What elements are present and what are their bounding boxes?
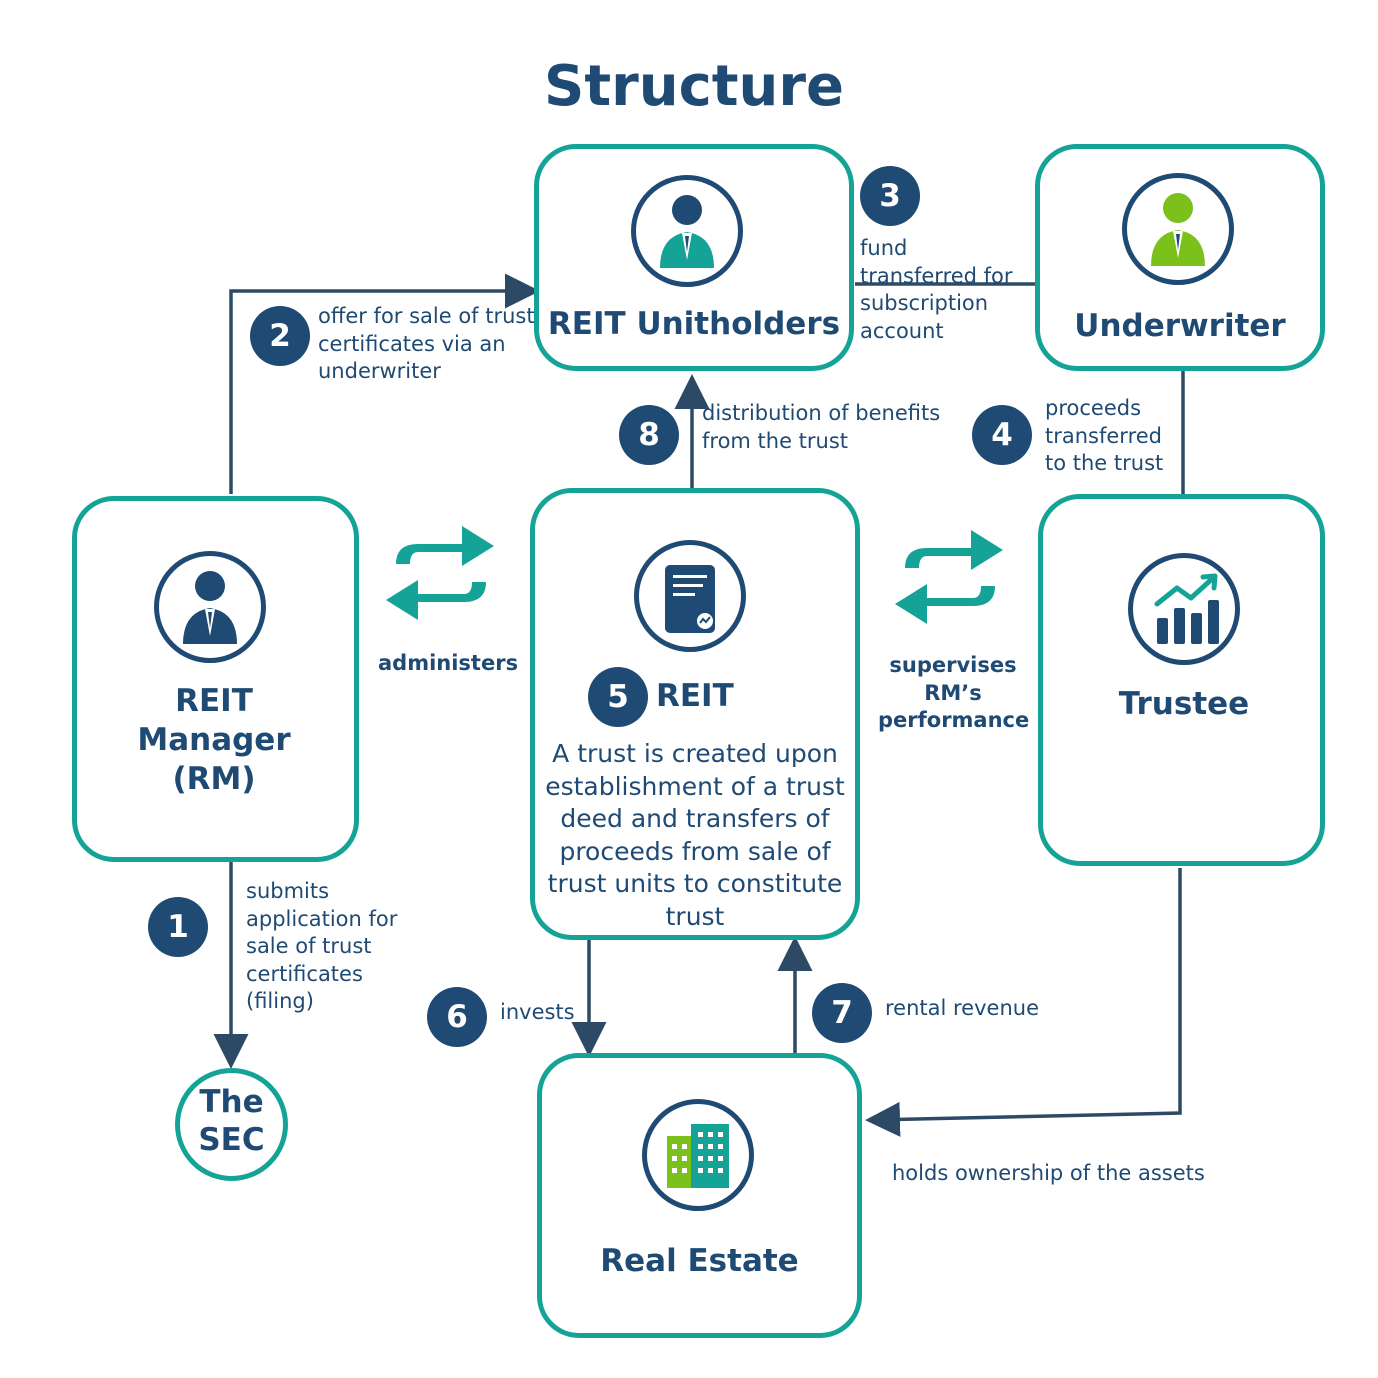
supervises-label: supervises RM’s performance — [878, 653, 1030, 732]
page-title: Structure — [543, 54, 844, 119]
sec-label: The SEC — [198, 1084, 265, 1158]
person-icon — [631, 175, 743, 287]
reit-box — [530, 488, 860, 940]
unitholders-label: REIT Unitholders — [547, 306, 841, 342]
step-text-3: fund transferred for subscription accoun… — [860, 236, 1013, 343]
step-badge-4: 4 — [972, 405, 1032, 465]
reit-description: A trust is created upon establishment of… — [545, 739, 845, 931]
administers-label: administers — [378, 651, 519, 675]
step-badge-5: 5 — [588, 667, 648, 727]
step-badge-7: 7 — [812, 983, 872, 1043]
connector-holds — [865, 868, 1182, 1137]
step-text-8: distribution of benefits from the trust — [702, 401, 941, 453]
trustee-label: Trustee — [1118, 686, 1250, 722]
building-icon — [642, 1099, 754, 1211]
manager-label: REIT Manager (RM) — [137, 683, 291, 797]
step-badge-2: 2 — [250, 306, 310, 366]
step-badge-3: 3 — [860, 166, 920, 226]
person-icon — [154, 551, 266, 663]
step-text-1: submits application for sale of trust ce… — [246, 879, 398, 1013]
holds-label: holds ownership of the assets — [892, 1161, 1205, 1185]
swap-arrows-icon — [895, 530, 1003, 624]
step-badge-1: 1 — [148, 897, 208, 957]
sec-circle — [175, 1068, 288, 1181]
chart-icon — [1128, 553, 1240, 665]
person-icon — [1122, 173, 1234, 285]
trustee-box — [1038, 494, 1325, 866]
step-text-7: rental revenue — [885, 996, 1039, 1020]
swap-arrows-icon — [386, 526, 494, 620]
document-icon — [634, 540, 746, 652]
step-text-4: proceeds transferred to the trust — [1045, 396, 1164, 475]
connector-step-2 — [229, 273, 540, 494]
step-text-6: invests — [500, 1000, 575, 1024]
underwriter-label: Underwriter — [1074, 308, 1286, 344]
reit-label: REIT — [656, 678, 734, 714]
real-estate-label: Real Estate — [600, 1243, 799, 1279]
step-text-2: offer for sale of trust certificates via… — [318, 304, 535, 383]
step-badge-6: 6 — [427, 987, 487, 1047]
step-badge-8: 8 — [619, 405, 679, 465]
